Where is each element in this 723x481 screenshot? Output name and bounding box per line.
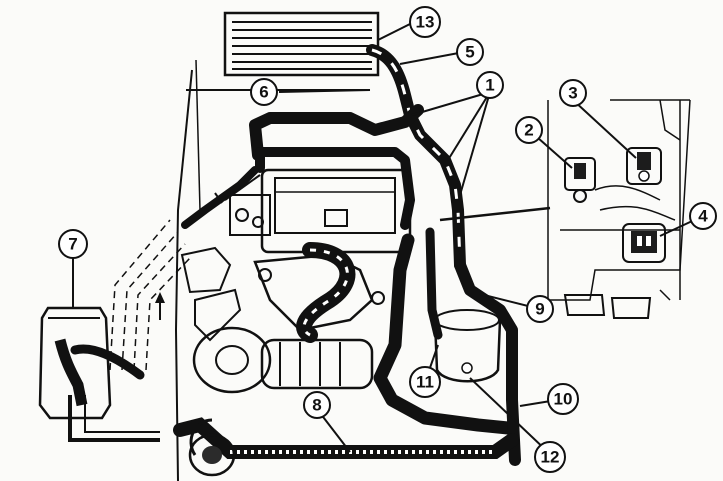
- callout-9: 9: [526, 295, 554, 323]
- callout-13: 13: [409, 6, 441, 38]
- svg-text:7: 7: [68, 235, 77, 254]
- callout-4: 4: [689, 202, 717, 230]
- filter-canister: [433, 309, 502, 383]
- svg-text:9: 9: [535, 300, 544, 319]
- svg-text:2: 2: [524, 121, 533, 140]
- lower-hose: [373, 233, 515, 435]
- callout-11: 11: [409, 366, 441, 398]
- engine-block: [229, 168, 412, 254]
- sensor-2: [564, 157, 596, 203]
- svg-text:1: 1: [485, 76, 494, 95]
- callout-12: 12: [534, 441, 566, 473]
- svg-text:6: 6: [259, 83, 268, 102]
- callout-1: 1: [476, 71, 504, 99]
- sensor-inset: [439, 99, 691, 319]
- callout-7: 7: [58, 229, 88, 259]
- leader-lines: [72, 21, 704, 455]
- bottom-pipe: [173, 417, 519, 477]
- manifold: [253, 242, 385, 343]
- svg-text:8: 8: [312, 396, 321, 415]
- callout-3: 3: [559, 79, 587, 107]
- svg-text:3: 3: [568, 84, 577, 103]
- upper-hose-2: [255, 147, 415, 230]
- sensor-3: [626, 147, 662, 185]
- svg-text:13: 13: [416, 13, 435, 32]
- svg-text:12: 12: [541, 448, 560, 467]
- airflow-dashes: [109, 219, 191, 371]
- callout-6: 6: [250, 78, 278, 106]
- callout-5: 5: [456, 38, 484, 66]
- sensor-4: [622, 223, 666, 263]
- svg-text:11: 11: [416, 373, 434, 392]
- svg-text:5: 5: [465, 43, 474, 62]
- expansion-reservoir: [38, 306, 160, 442]
- callout-10: 10: [547, 383, 579, 415]
- svg-text:4: 4: [698, 207, 708, 226]
- svg-text:10: 10: [554, 390, 573, 409]
- heater-radiator: [186, 11, 380, 91]
- return-hose: [454, 259, 521, 466]
- upper-hose: [249, 104, 424, 161]
- callout-8: 8: [303, 391, 331, 419]
- callout-2: 2: [515, 116, 543, 144]
- turbo-body: [192, 326, 374, 394]
